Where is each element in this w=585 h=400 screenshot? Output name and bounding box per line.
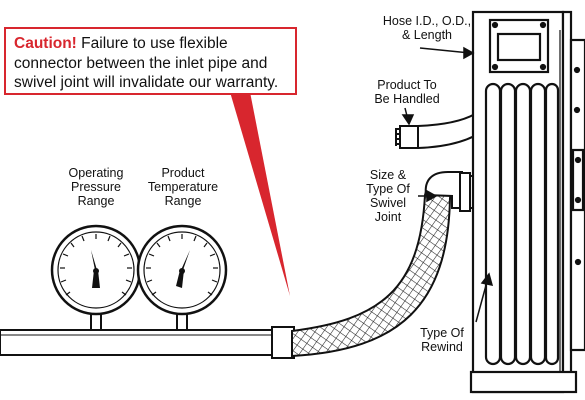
caution-label: Caution! [14,35,77,52]
hose-id-arrow [419,47,471,54]
inlet-pipe [0,329,289,356]
caution-callout: Caution! Failure to use flexible connect… [4,27,297,95]
swivel-joint-label-line3: Swivel [369,196,407,210]
leader-arrows [401,46,494,323]
rewind-label-line1: Type Of [420,326,464,340]
hose-id-label-line1: Hose I.D., O.D., [382,14,472,28]
outlet-hose [395,51,520,150]
rewind-label: Type Of Rewind [410,326,474,354]
operating-pressure-label-line1: Operating [68,166,124,180]
operating-pressure-label: Operating Pressure Range [56,166,136,208]
operating-pressure-label-line2: Pressure [70,180,122,194]
caution-text-line1: Failure to use flexible [76,35,228,52]
pipe-coupling [271,326,295,359]
reel-frame [469,10,585,394]
operating-pressure-label-line3: Range [77,194,115,208]
rewind-label-line2: Rewind [421,340,463,354]
product-handled-label: Product To Be Handled [362,78,452,106]
caution-pointer [230,92,290,296]
caution-text-line2: connector between the inlet pipe and [14,54,268,72]
swivel-joint-label-line1: Size & [369,168,407,182]
swivel-joint-label: Size & Type Of Swivel Joint [358,168,418,224]
product-temperature-label-line3: Range [164,194,202,208]
product-temperature-label: Product Temperature Range [138,166,228,208]
product-handled-label-line1: Product To [377,78,437,92]
swivel-joint-label-line4: Joint [374,210,402,224]
caution-text-line3: swivel joint will invalidate our warrant… [14,74,279,91]
pressure-gauge [50,224,142,316]
rewind-arrow [475,277,489,323]
hose-id-label-line2: & Length [401,28,453,42]
product-handled-label-line2: Be Handled [374,92,440,106]
product-temperature-label-line1: Product [161,166,205,180]
hose-id-label: Hose I.D., O.D., & Length [357,14,497,42]
swivel-joint-label-line2: Type Of [366,182,410,196]
temperature-gauge [136,224,228,316]
product-temperature-label-line2: Temperature [147,180,219,194]
